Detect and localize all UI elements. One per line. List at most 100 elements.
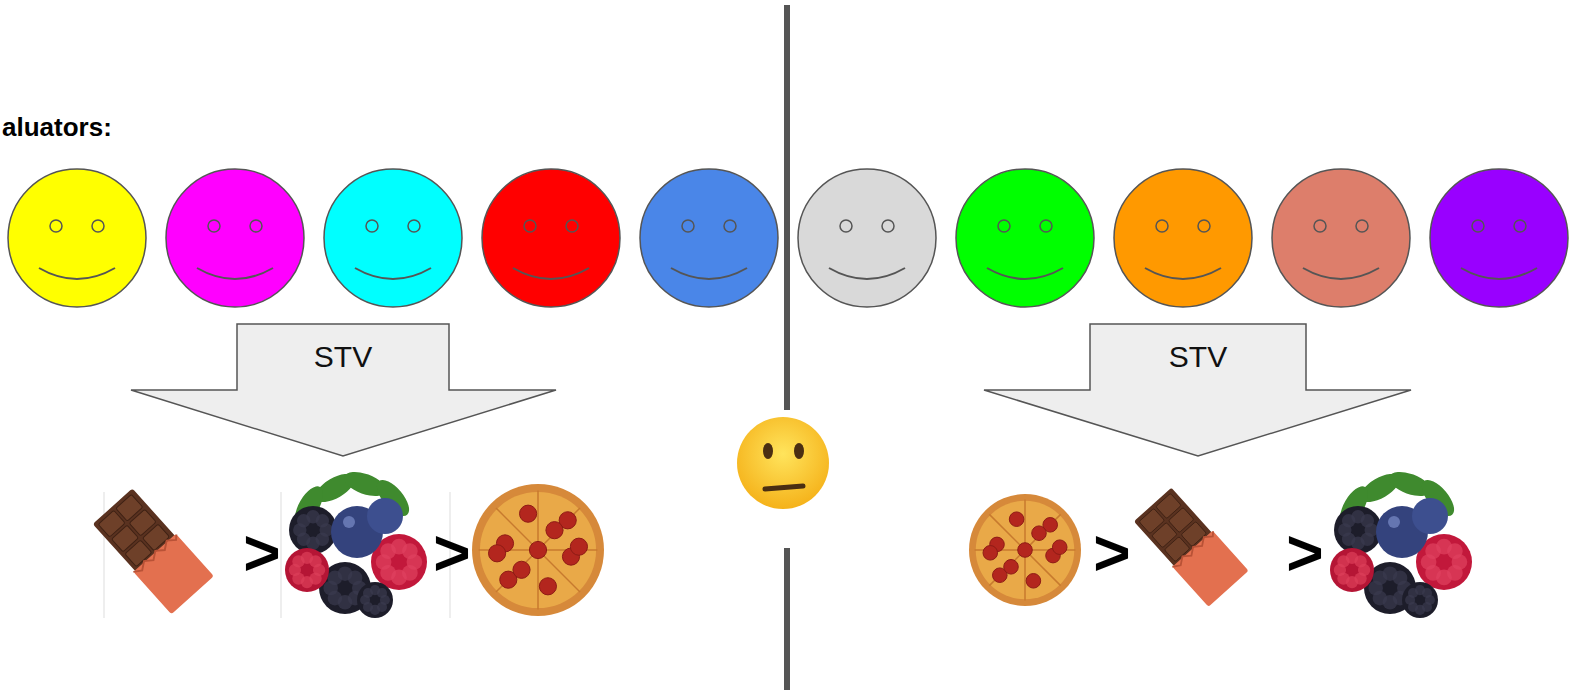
stv-block-arrow: STV: [130, 323, 557, 457]
face-mouth: [1303, 268, 1379, 279]
smiley-face: [956, 169, 1094, 307]
berry-body: [1334, 506, 1382, 554]
face-eye: [1514, 220, 1526, 232]
pizza-crust: [969, 494, 1081, 606]
face-circle: [324, 169, 462, 307]
berry-drupelet: [1361, 514, 1374, 527]
pepperoni: [983, 546, 998, 561]
face-eye: [1356, 220, 1368, 232]
pepperoni: [539, 578, 556, 595]
face-eye: [1040, 220, 1052, 232]
face-circle: [956, 169, 1094, 307]
face-circle: [1114, 169, 1252, 307]
wrapper-edge: [133, 533, 179, 575]
face-eye: [1314, 220, 1326, 232]
face-mouth: [39, 268, 115, 279]
face-circle: [166, 169, 304, 307]
berries-icon: [285, 467, 427, 618]
face-mouth: [829, 268, 905, 279]
berry-body: [289, 506, 337, 554]
smiley-face: [8, 169, 146, 307]
berry: [285, 548, 329, 592]
image-edge: [104, 492, 105, 618]
face-mouth: [355, 268, 431, 279]
emoji-eye: [763, 443, 773, 459]
face-eye: [1472, 220, 1484, 232]
pizza-icon: [472, 484, 604, 616]
blueberry-shine: [1388, 516, 1400, 528]
face-eye: [840, 220, 852, 232]
berry-body: [357, 582, 393, 618]
face-mouth: [1145, 268, 1221, 279]
divider-line: [784, 548, 790, 690]
face-eye: [1156, 220, 1168, 232]
ranking-symbol: >: [1286, 521, 1323, 585]
ranking-symbol: >: [243, 521, 280, 585]
pepperoni: [520, 505, 537, 522]
emoji-face: [737, 417, 829, 509]
pepperoni: [529, 541, 546, 558]
face-eye: [882, 220, 894, 232]
berry-drupelet: [309, 555, 321, 567]
berry: [1330, 548, 1374, 592]
face-eye: [408, 220, 420, 232]
smiley-face: [324, 169, 462, 307]
berry: [357, 582, 393, 618]
smiley-face: [1430, 169, 1568, 307]
ranking-symbol: >: [1093, 521, 1130, 585]
berry-drupelet: [402, 543, 418, 559]
wrapper-edge: [1172, 530, 1216, 570]
berry-drupelet: [1354, 555, 1366, 567]
pepperoni: [1004, 560, 1019, 575]
face-mouth: [671, 268, 747, 279]
chocolate-wrapper: [133, 534, 213, 614]
arrow-shape: [131, 324, 556, 456]
heading-fragment: aluators:: [2, 114, 112, 140]
pepperoni: [1018, 543, 1033, 558]
face-eye: [366, 220, 378, 232]
smiley-face: [166, 169, 304, 307]
berry-drupelet: [316, 514, 329, 527]
pepperoni: [546, 522, 563, 539]
face-eye: [682, 220, 694, 232]
face-eye: [250, 220, 262, 232]
pizza-cut: [496, 508, 580, 592]
blueberry: [367, 498, 403, 534]
face-eye: [208, 220, 220, 232]
ranking-symbol: >: [433, 521, 470, 585]
pizza-icon: [969, 494, 1081, 606]
pepperoni: [1026, 574, 1041, 589]
face-circle: [798, 169, 936, 307]
smiley-face: [1114, 169, 1252, 307]
chocolate-icon: [1133, 486, 1249, 606]
berry-drupelet: [1447, 543, 1463, 559]
blueberry-shine: [343, 516, 355, 528]
berry-body: [285, 548, 329, 592]
face-circle: [640, 169, 778, 307]
face-eye: [998, 220, 1010, 232]
divider-line: [784, 5, 790, 410]
face-circle: [482, 169, 620, 307]
method-label: STV: [237, 323, 449, 390]
face-eye: [50, 220, 62, 232]
emoji-eye: [794, 443, 804, 459]
berry: [1402, 582, 1438, 618]
face-mouth: [1461, 268, 1537, 279]
pepperoni: [489, 545, 506, 562]
face-eye: [92, 220, 104, 232]
berry-drupelet: [1393, 571, 1408, 586]
berry-drupelet: [377, 588, 387, 598]
face-eye: [524, 220, 536, 232]
berry-body: [1330, 548, 1374, 592]
arrow-shape: [984, 324, 1411, 456]
berry-drupelet: [1422, 588, 1432, 598]
method-label: STV: [1090, 323, 1306, 390]
pizza-cut: [989, 514, 1060, 585]
smiley-face: [482, 169, 620, 307]
berry: [1334, 506, 1382, 554]
stv-block-arrow: STV: [983, 323, 1412, 457]
pizza-crust: [472, 484, 604, 616]
pepperoni: [513, 561, 530, 578]
face-circle: [1272, 169, 1410, 307]
